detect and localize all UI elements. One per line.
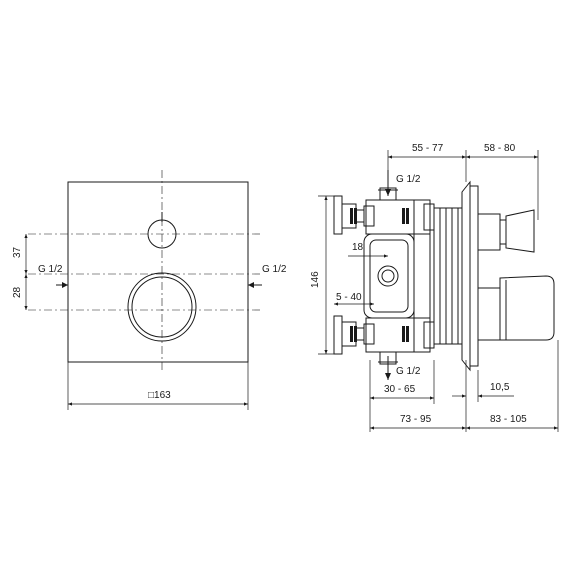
dim-30-65: 30 - 65 [384, 384, 416, 395]
diverter-spindle [477, 209, 535, 253]
right-inlet-label: G 1/2 [262, 264, 287, 275]
dim-28: 28 [12, 286, 23, 298]
thermostat-handle [127, 272, 197, 342]
bottom-inlet-label: G 1/2 [396, 366, 421, 377]
right-inlet-arrow-icon [248, 282, 262, 288]
left-inlet-label: G 1/2 [38, 264, 63, 275]
dim-73-95: 73 - 95 [400, 414, 432, 425]
dim-5-40: 5 - 40 [336, 292, 362, 303]
top-inlet-arrow-icon [385, 170, 391, 196]
dim-83-105: 83 - 105 [490, 414, 527, 425]
dim-146: 146 [310, 271, 321, 288]
dim-58-80: 58 - 80 [484, 143, 516, 154]
dim-37: 37 [12, 246, 23, 258]
valve-body [363, 187, 431, 365]
dim-18: 18 [352, 242, 364, 253]
cover-plate [67, 181, 249, 363]
top-inlet-label: G 1/2 [396, 174, 421, 185]
dim-55-77: 55 - 77 [412, 143, 444, 154]
wall-flange [433, 180, 479, 372]
dim-10-5: 10,5 [490, 382, 510, 393]
top-pipe-fitting [333, 195, 409, 235]
thermostat-spindle [477, 275, 555, 341]
dim-163: □163 [148, 390, 171, 401]
diverter-knob [147, 212, 177, 249]
bottom-pipe-fitting [333, 315, 409, 355]
side-view: 55 - 77 58 - 80 G 1/2 G 1/2 146 [310, 143, 559, 432]
left-inlet-arrow-icon [56, 282, 68, 288]
front-view: G 1/2 G 1/2 37 28 □163 [12, 170, 287, 410]
bottom-inlet-arrow-icon [385, 356, 391, 380]
